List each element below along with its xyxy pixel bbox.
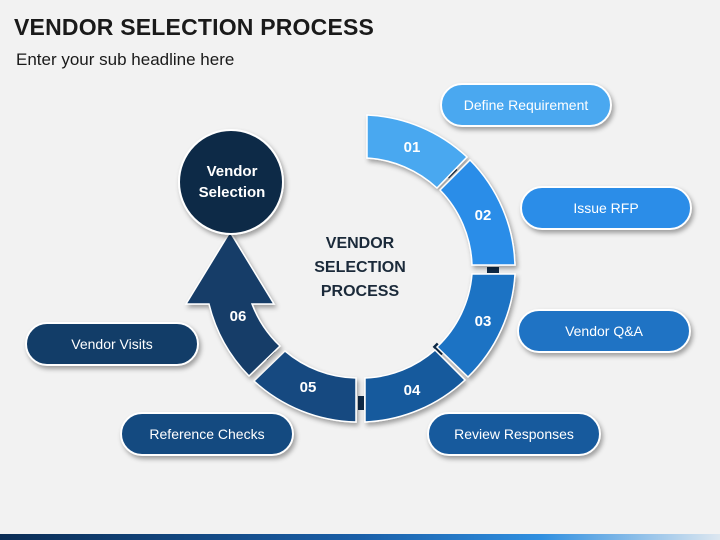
step-number-06: 06 (230, 308, 247, 325)
step-label-06: Vendor Visits (25, 322, 199, 366)
center-title-line3: PROCESS (320, 283, 400, 300)
connector-2-3 (487, 267, 499, 273)
vendor-selection-circle (178, 129, 284, 235)
segment-02 (438, 158, 516, 266)
center-title: VENDOR SELECTION PROCESS (290, 232, 430, 304)
segment-01 (366, 114, 469, 190)
step-number-04: 04 (404, 382, 421, 399)
segment-03 (435, 273, 516, 379)
center-title-line1: VENDOR (325, 235, 395, 252)
vendor-selection-line1: Vendor (206, 163, 258, 180)
bottom-accent-bar (0, 534, 720, 540)
vendor-selection-label: Vendor Selection (178, 132, 286, 232)
step-number-03: 03 (475, 313, 492, 330)
segment-06-arrow (184, 230, 282, 378)
segment-04 (364, 348, 467, 423)
step-label-04: Review Responses (427, 412, 601, 456)
step-number-01: 01 (404, 139, 421, 156)
step-label-03: Vendor Q&A (517, 309, 691, 353)
page-title: VENDOR SELECTION PROCESS (14, 14, 375, 40)
step-label-01: Define Requirement (440, 83, 612, 127)
step-number-02: 02 (475, 207, 492, 224)
vendor-selection-line2: Selection (198, 184, 266, 201)
connector-4-5 (358, 396, 364, 410)
segment-05 (252, 349, 357, 423)
step-number-05: 05 (300, 379, 317, 396)
step-label-05: Reference Checks (120, 412, 294, 456)
page-subtitle: Enter your sub headline here (16, 50, 235, 69)
center-title-line2: SELECTION (314, 259, 406, 276)
step-label-02: Issue RFP (520, 186, 692, 230)
